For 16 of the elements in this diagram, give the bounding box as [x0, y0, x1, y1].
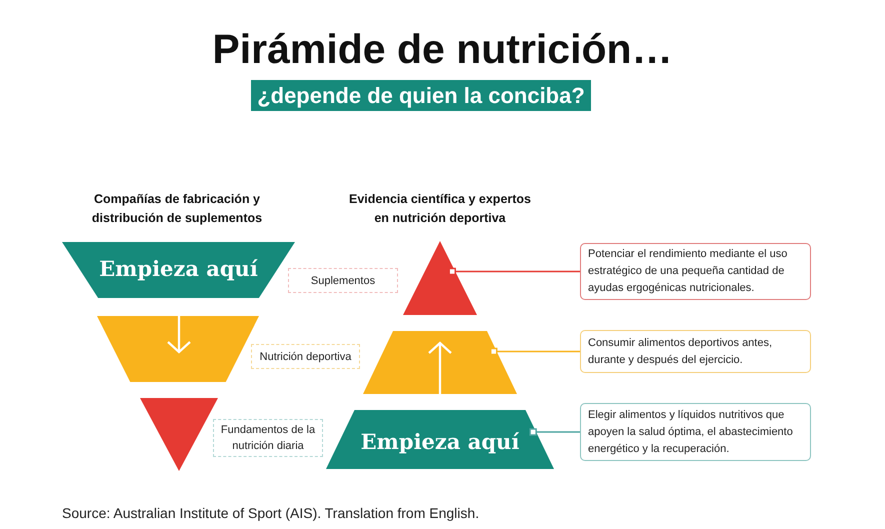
leader-line — [448, 268, 580, 276]
description-box: Elegir alimentos y líquidos nutritivos que apoyen la salud óptima, el abastecimiento energético y la recuperación. — [580, 403, 811, 461]
title: Pirámide de nutrición… — [211, 25, 674, 74]
pyramid-tier: Empieza aquí — [62, 242, 295, 298]
tier-label: Fundamentos de la nutrición diaria — [213, 419, 323, 457]
column-heading: Evidencia científica y expertos en nutrición deportiva — [348, 191, 532, 227]
source-note: Source: Australian Institute of Sport (AIS). Translation from English. — [62, 505, 480, 521]
tier-label: Nutrición deportiva — [251, 344, 360, 369]
leader-line — [490, 348, 580, 356]
description-box: Consumir alimentos deportivos antes, durante y después del ejercicio. — [580, 330, 811, 373]
tier-label: Suplementos — [288, 268, 398, 293]
column-heading: Compañías de fabricación y distribución de suplementos — [90, 191, 264, 227]
subtitle-banner: ¿depende de quien la conciba? — [251, 80, 591, 111]
leader-line — [529, 428, 580, 436]
description-box: Potenciar el rendimiento mediante el uso estratégico de una pequeña cantidad de ayudas ergogénicas nutricionales. — [580, 243, 811, 300]
pyramid-tier: Empieza aquí — [326, 410, 554, 469]
